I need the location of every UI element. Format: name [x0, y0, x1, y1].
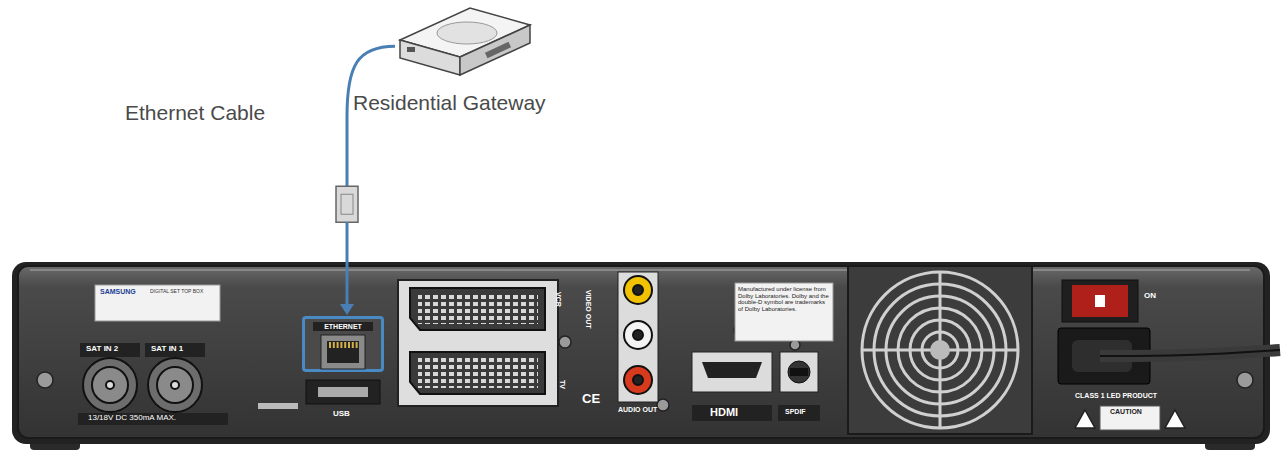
ce-mark: CE [582, 392, 600, 406]
ethernet-port: ETHERNET [302, 316, 384, 372]
jack-contact [352, 342, 354, 348]
brand-logo: SAMSUNG [100, 288, 136, 296]
jack-contact [337, 342, 339, 348]
dolby-notice: Manufactured under license from Dolby La… [738, 286, 830, 312]
residential-gateway: Residential Gateway [395, 5, 535, 80]
connector-label: SPDIF [785, 408, 806, 416]
arrow-head [340, 304, 354, 315]
port-label: ETHERNET [313, 322, 373, 331]
model-text: DIGITAL SET TOP BOX [150, 289, 203, 295]
laser-class-label: CLASS 1 LED PRODUCT [1075, 392, 1157, 400]
connector-label: TV [558, 380, 566, 389]
gateway-front [400, 40, 460, 75]
connector-label: SAT IN 2 [86, 345, 118, 354]
jack-opening [327, 341, 359, 363]
cable-line [347, 46, 395, 186]
jack-contact [344, 342, 346, 348]
cable-label: Ethernet Cable [125, 101, 265, 124]
gateway-port [407, 47, 415, 52]
rj45-jack [305, 333, 381, 373]
jack-contact [340, 342, 342, 348]
jack-contact [333, 342, 335, 348]
gateway-logo [437, 22, 497, 44]
connector-label: VCR [554, 292, 562, 307]
jack-body [321, 335, 365, 369]
connector-label: VIDEO OUT [584, 290, 592, 329]
gateway-port [485, 42, 511, 58]
caution-label: CAUTION [1110, 408, 1142, 416]
connector-label: HDMI [710, 406, 738, 418]
jack-contact [356, 342, 358, 348]
gateway-icon [395, 5, 535, 80]
node-heading: Residential Gateway [353, 91, 546, 115]
connector-label: AUDIO OUT [618, 406, 657, 414]
rating-text: 13/18V DC 350mA MAX. [88, 414, 176, 423]
switch-label: ON [1144, 292, 1156, 301]
jack-contact [329, 342, 331, 348]
rj45-plug [336, 186, 358, 222]
insert-arrow [346, 222, 349, 306]
ethernet-cable [336, 46, 395, 315]
connector-label: SAT IN 1 [151, 345, 183, 354]
jack-contact [348, 342, 350, 348]
rj45-clip [341, 194, 353, 214]
connector-label: USB [333, 410, 350, 419]
